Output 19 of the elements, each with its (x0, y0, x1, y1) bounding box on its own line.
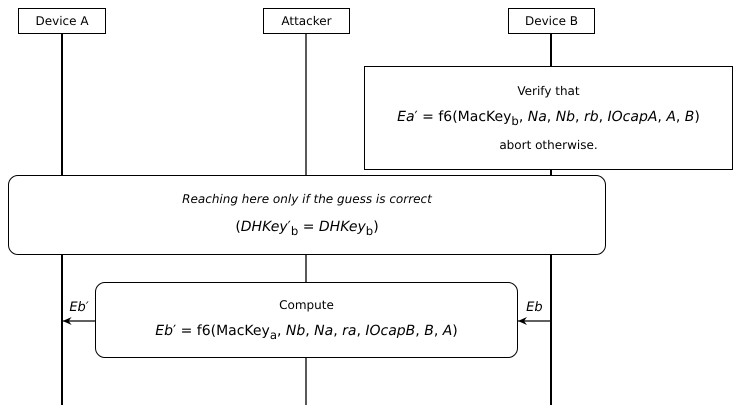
participant-name: Attacker (281, 14, 332, 28)
participant-box (508, 8, 595, 34)
note-text: abort otherwise. (499, 138, 598, 152)
heading-text: Compute (279, 298, 334, 312)
note-box (364, 66, 733, 170)
lifeline (61, 34, 63, 405)
arrow (62, 317, 95, 325)
note-heading: Verify that (517, 84, 580, 98)
process-box (95, 282, 518, 358)
participant-name: Device B (524, 14, 578, 28)
heading-text: Reaching here only if the guess is correct (182, 192, 432, 206)
formula-text: Ea′ = f6(MacKey$_{b}$, Na, Nb, rb, IOcapA, A, B) (397, 108, 700, 128)
participant-box (18, 8, 106, 34)
participant-box (263, 8, 350, 34)
participant-name: Device A (35, 14, 89, 28)
formula-text: (DHKey′$_{b}$ = DHKey$_{b}$) (235, 218, 379, 238)
formula-text: Eb′ = f6(MacKey$_{a}$, Nb, Na, ra, IOcapB, B, A) (155, 323, 458, 342)
process-box (8, 175, 606, 255)
arrow (518, 317, 550, 325)
